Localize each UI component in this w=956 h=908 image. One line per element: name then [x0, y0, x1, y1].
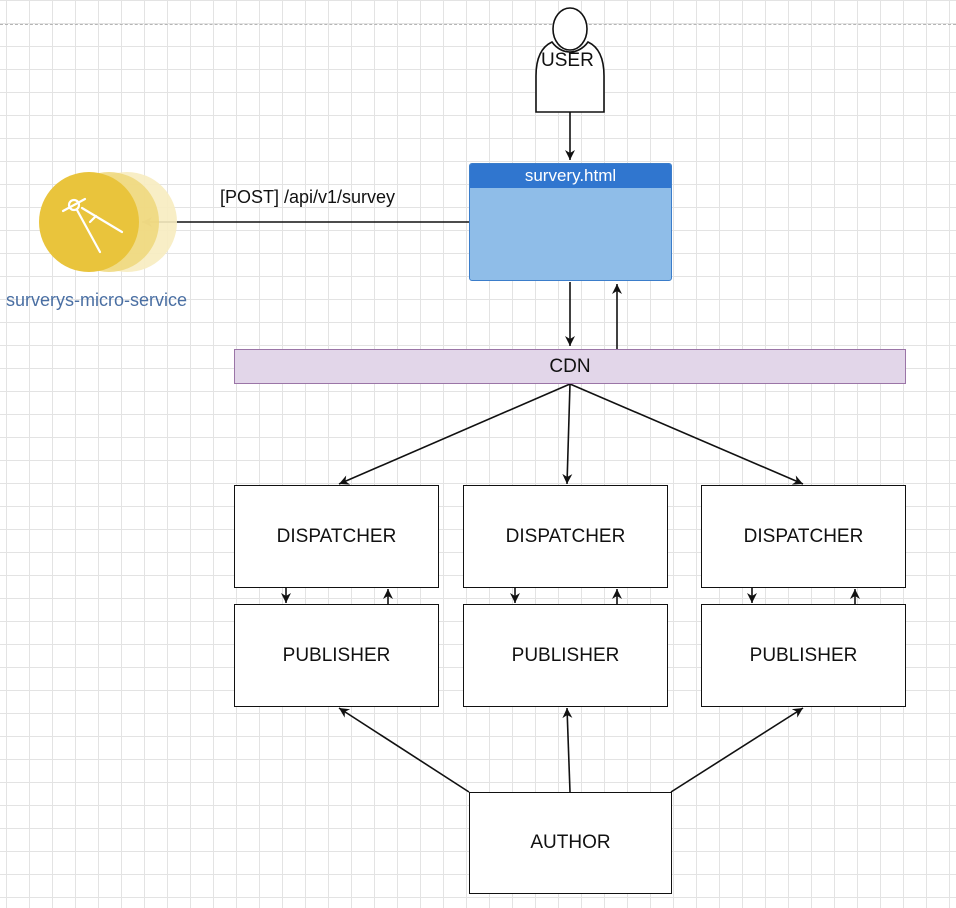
dispatcher-label: DISPATCHER: [743, 525, 864, 547]
author-node[interactable]: AUTHOR: [469, 792, 672, 894]
publisher-node-1[interactable]: PUBLISHER: [234, 604, 439, 707]
cdn-label: CDN: [549, 355, 591, 377]
publisher-label: PUBLISHER: [282, 644, 391, 666]
publisher-label: PUBLISHER: [511, 644, 620, 666]
edge-cdn-to-dispatcher-1: [338, 383, 571, 485]
page-boundary-line: [0, 24, 956, 25]
service-label: surverys-micro-service: [6, 290, 188, 310]
dispatcher-label: DISPATCHER: [505, 525, 626, 547]
edge-author-to-publisher-2: [562, 707, 573, 793]
publisher-node-2[interactable]: PUBLISHER: [463, 604, 668, 707]
edge-cdn-to-dispatcher-2: [562, 383, 573, 485]
drafting-compass-icon: [39, 172, 177, 272]
survey-page-title: survery.html: [470, 164, 671, 188]
post-endpoint-label: [POST] /api/v1/survey: [220, 187, 396, 207]
cdn-node[interactable]: CDN: [234, 349, 906, 384]
dispatcher-label: DISPATCHER: [276, 525, 397, 547]
dispatcher-node-3[interactable]: DISPATCHER: [701, 485, 906, 588]
publisher-node-3[interactable]: PUBLISHER: [701, 604, 906, 707]
user-label: USER: [541, 50, 594, 71]
publisher-label: PUBLISHER: [749, 644, 858, 666]
edge-cdn-to-dispatcher-3: [569, 383, 804, 485]
author-label: AUTHOR: [530, 832, 611, 853]
survey-page-node[interactable]: survery.html: [469, 163, 672, 281]
edge-author-to-publisher-1: [338, 707, 470, 793]
dispatcher-node-2[interactable]: DISPATCHER: [463, 485, 668, 588]
person-silhouette-icon: [535, 7, 605, 113]
dispatcher-node-1[interactable]: DISPATCHER: [234, 485, 439, 588]
edge-author-to-publisher-3: [670, 707, 804, 793]
